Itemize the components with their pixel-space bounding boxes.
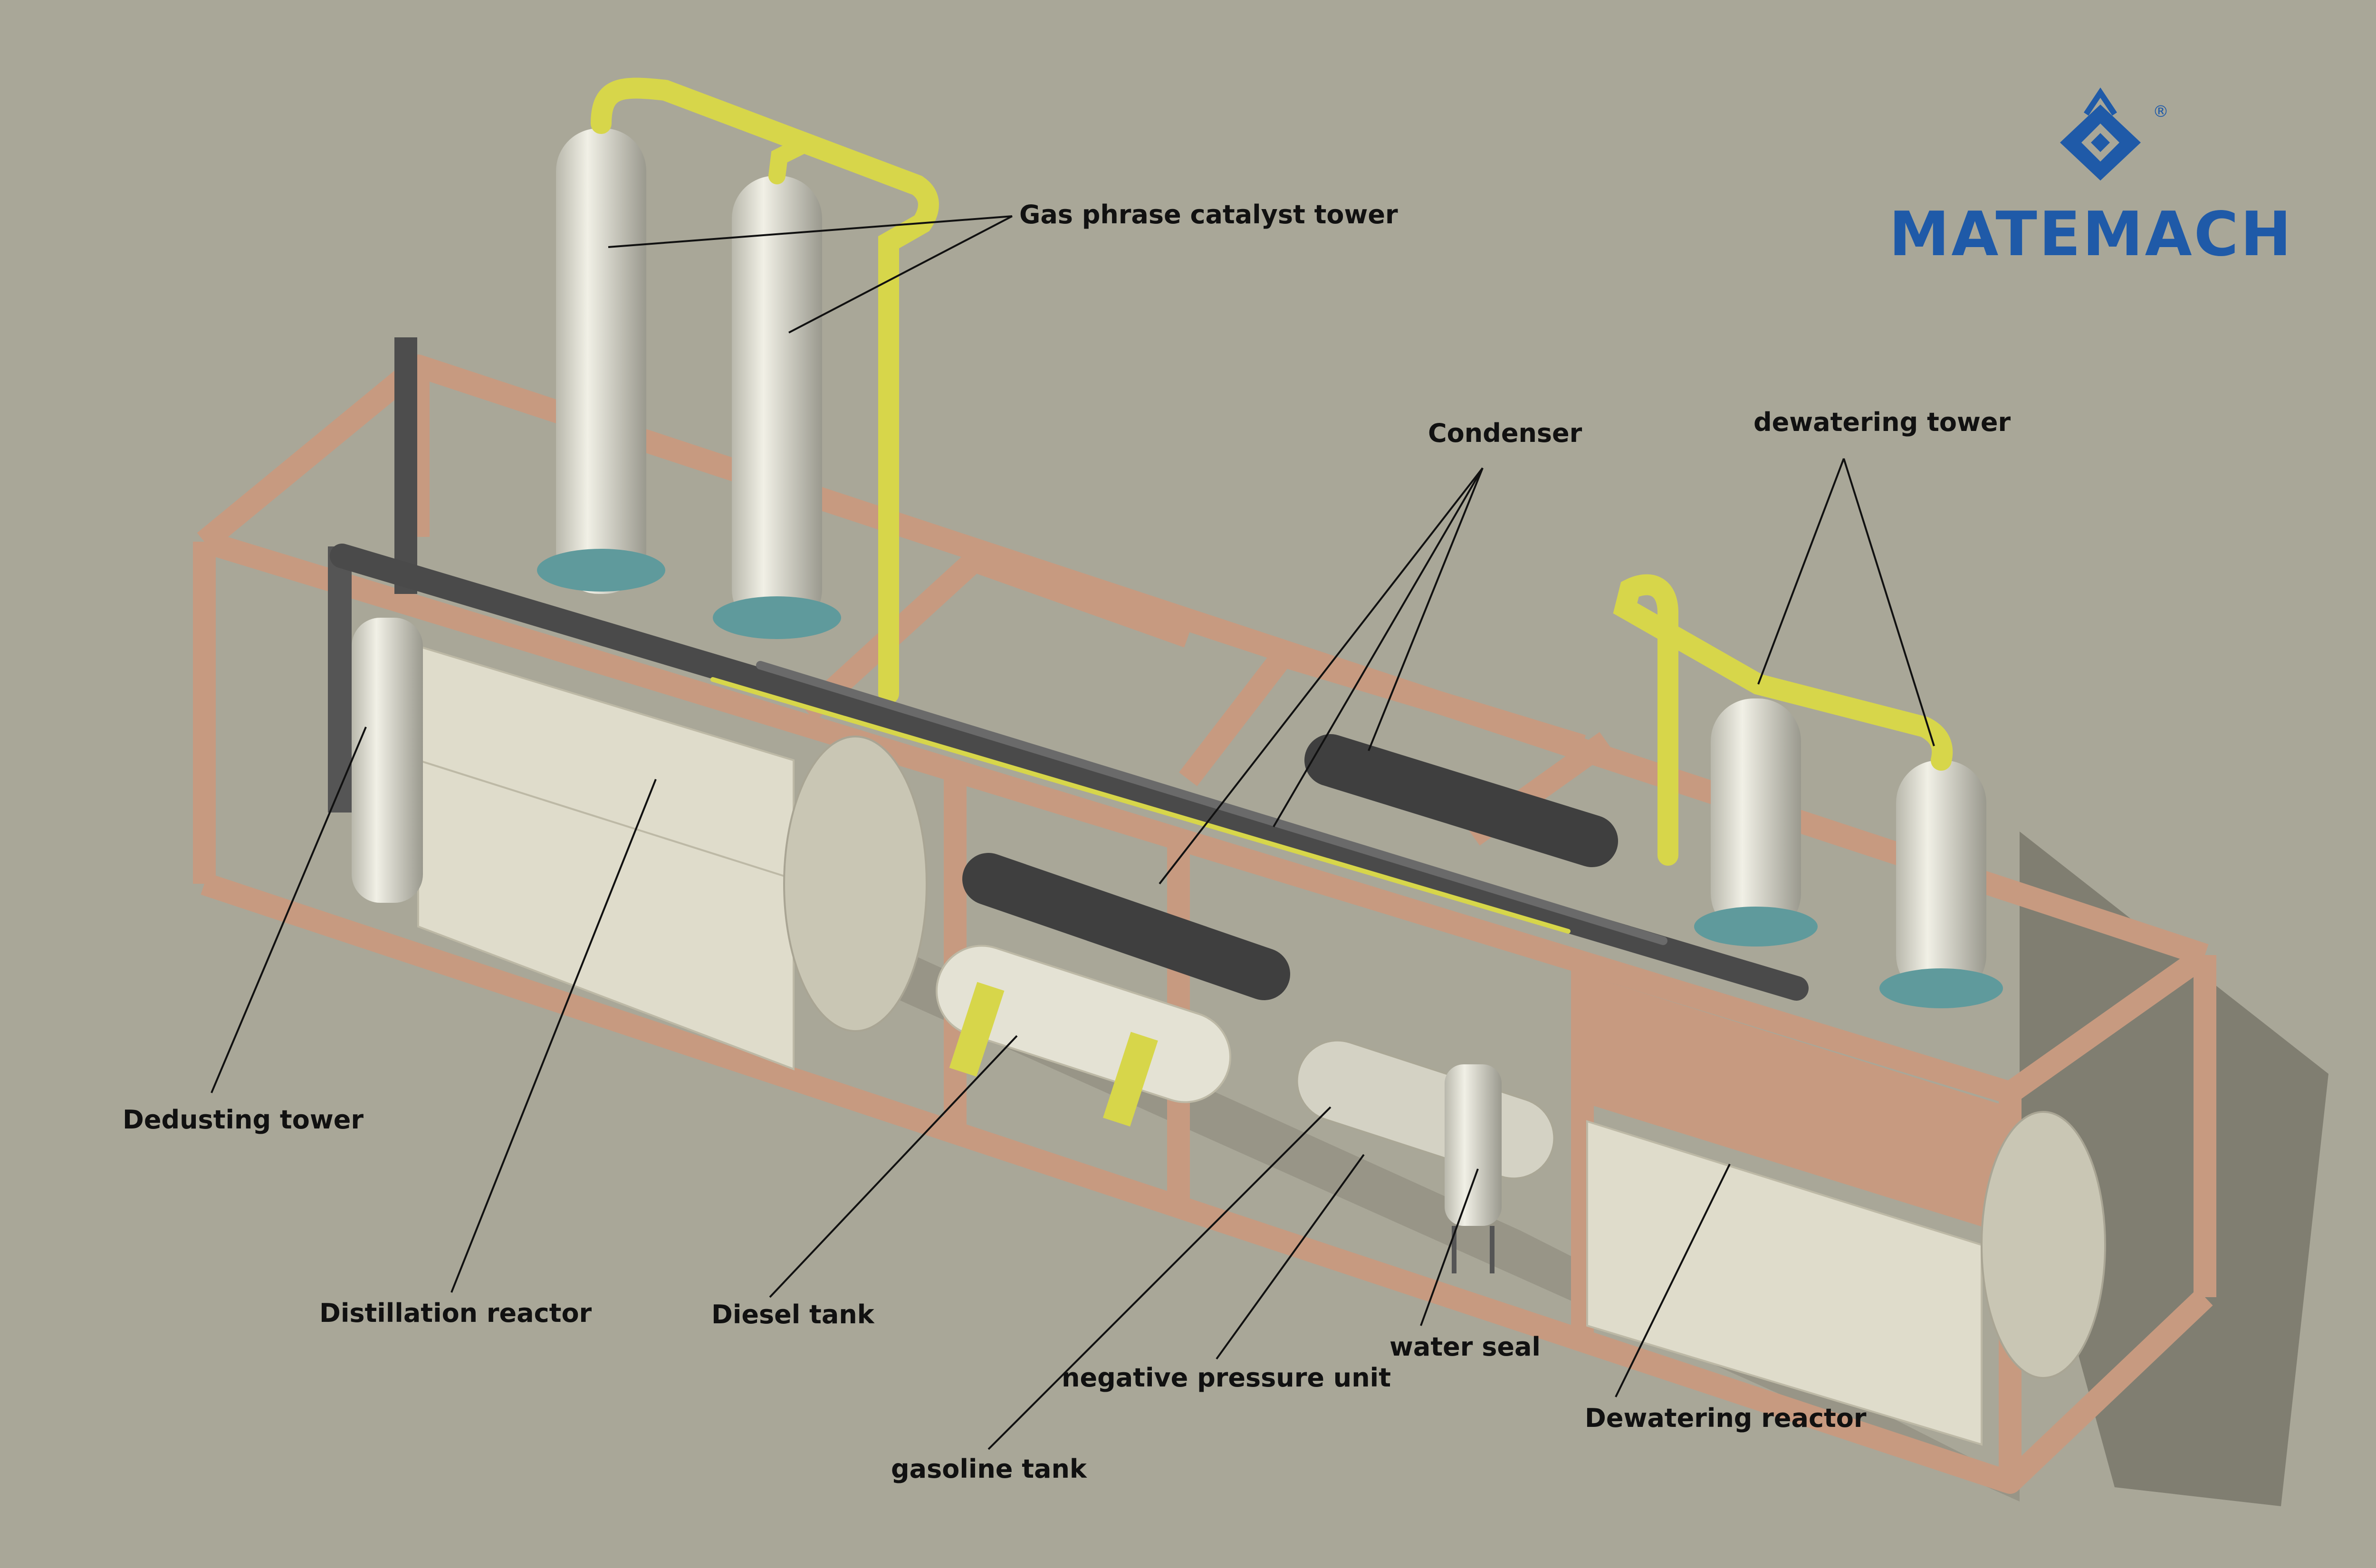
dewatering-reactor-shape [1582,974,2106,1446]
leader-dedusting [211,727,367,1093]
registered-mark: ® [2153,102,2169,121]
label-distillation-reactor: Distillation reactor [319,1298,592,1328]
label-gas-catalyst-tower: Gas phrase catalyst tower [1019,200,1398,229]
leader-distillation [450,779,657,1293]
dedusting-tower-shape [328,337,423,903]
leader-condenser-1 [1159,467,1484,885]
label-dewatering-reactor: Dewatering reactor [1585,1403,1867,1433]
label-dewatering-tower: dewatering tower [1753,407,2011,437]
container-frame [193,354,2216,1494]
condenser-pipes-shape [330,544,1809,1001]
leader-gas-tower-2 [788,215,1013,334]
leader-gas-tower-1 [608,215,1013,248]
label-water-seal: water seal [1389,1332,1541,1362]
brand-name: MATEMACH [1889,199,2293,270]
label-dedusting-tower: Dedusting tower [123,1105,364,1135]
leader-condenser-2 [1273,467,1484,828]
leader-dewatering-1 [1757,458,1845,685]
leader-condenser-3 [1368,468,1484,751]
leader-dewatering-reactor [1615,1164,1731,1397]
leader-diesel [769,1035,1018,1298]
leader-negative-pressure [1216,1154,1365,1360]
leader-water-seal [1420,1168,1479,1326]
label-condenser: Condenser [1428,418,1582,448]
dewatering-towers-shape [1613,574,2003,1008]
phoenix-diamond-logo [2060,87,2141,181]
leader-lines [211,215,1935,1450]
label-diesel-tank: Diesel tank [711,1300,874,1329]
gas-catalyst-towers-shape [537,77,939,704]
label-gasoline-tank: gasoline tank [891,1454,1087,1484]
leader-dewatering-2 [1843,458,1935,746]
label-negative-pressure-unit: negative pressure unit [1062,1363,1391,1393]
leader-gasoline [987,1106,1332,1450]
